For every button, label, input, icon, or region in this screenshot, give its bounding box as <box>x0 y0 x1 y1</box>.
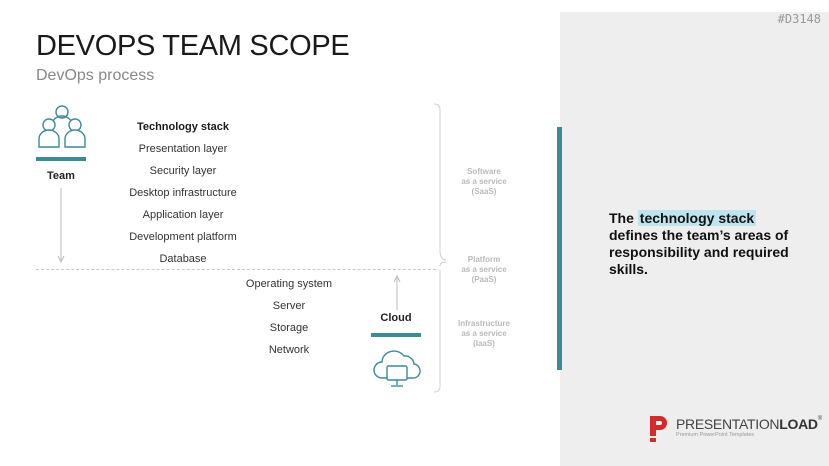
paas-line1: Platform <box>467 255 501 264</box>
stack-item-security-layer: Security layer <box>149 165 217 177</box>
infra-item-operating-system: Operating system <box>245 278 333 290</box>
service-bracket <box>433 103 447 393</box>
cloud-bar <box>371 333 421 337</box>
callout-highlight: technology stack <box>637 210 757 226</box>
infra-item-storage: Storage <box>269 322 309 334</box>
logo-text-bold: LOAD <box>779 416 818 432</box>
paas-line2: as a service <box>461 265 507 274</box>
paas-label: Platform as a service (PaaS) <box>444 255 524 285</box>
down-arrow-icon <box>57 188 65 264</box>
iaas-label: Infrastructure as a service (IaaS) <box>444 319 524 349</box>
logo-wordmark: PRESENTATIONLOAD® <box>676 416 822 432</box>
logo-subtext: Premium PowerPoint Templates <box>676 432 755 438</box>
stack-item-database: Database <box>159 253 207 265</box>
callout-prefix: The <box>609 210 638 226</box>
paas-line3: (PaaS) <box>471 275 497 284</box>
team-people-icon <box>38 105 86 148</box>
infrastructure-list: Operating system Server Storage Network <box>230 273 348 361</box>
saas-label: Software as a service (SaaS) <box>444 167 524 197</box>
saas-line2: as a service <box>461 177 507 186</box>
up-arrow-icon <box>393 274 401 310</box>
stack-item-application-layer: Application layer <box>142 209 224 221</box>
right-panel <box>560 12 829 466</box>
infra-item-server: Server <box>272 300 306 312</box>
saas-line3: (SaaS) <box>471 187 497 196</box>
stack-item-technology-stack: Technology stack <box>136 121 230 133</box>
presentationload-logo: PRESENTATIONLOAD® Premium PowerPoint Tem… <box>648 414 822 446</box>
cloud-computer-icon <box>373 350 421 387</box>
stack-item-development-platform: Development platform <box>129 231 237 243</box>
accent-bar <box>557 127 562 370</box>
iaas-line1: Infrastructure <box>457 319 510 328</box>
divider-line <box>36 269 436 270</box>
callout-rest: defines the team’s areas of responsibili… <box>609 227 789 277</box>
technology-stack-list: Technology stack Presentation layer Secu… <box>108 116 258 270</box>
stack-item-presentation-layer: Presentation layer <box>138 143 228 155</box>
team-bar <box>36 157 86 161</box>
page-subtitle: DevOps process <box>36 67 155 84</box>
logo-text-light: PRESENTATION <box>676 416 780 432</box>
cloud-label: Cloud <box>380 312 412 324</box>
saas-line1: Software <box>467 167 501 176</box>
stack-item-desktop-infrastructure: Desktop infrastructure <box>129 187 237 199</box>
team-label: Team <box>47 170 75 182</box>
iaas-line2: as a service <box>461 329 507 338</box>
page-title: DEVOPS TEAM SCOPE <box>36 30 350 62</box>
slide-id: #D3148 <box>777 12 821 26</box>
iaas-line3: (IaaS) <box>473 339 495 348</box>
infra-item-network: Network <box>268 344 310 356</box>
logo-trademark: ® <box>817 416 822 422</box>
logo-p-icon <box>650 416 667 442</box>
